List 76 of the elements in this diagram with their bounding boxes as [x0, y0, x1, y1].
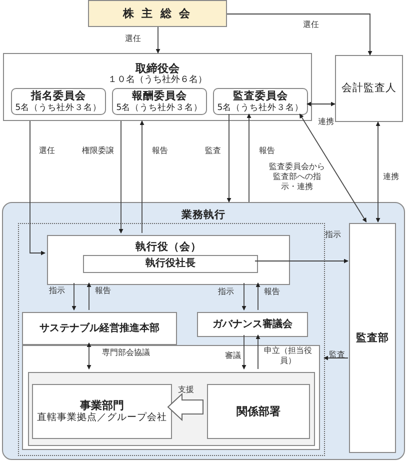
arrow: [118, 120, 124, 234]
heading-text: 取締役会: [136, 62, 180, 75]
council-box: [197, 312, 308, 337]
arrow: [242, 334, 246, 370]
heading-text: 執行役（会）: [136, 241, 202, 254]
arrow: [246, 114, 252, 202]
heading-text: 報酬委員会: [132, 90, 187, 103]
arrow: [86, 282, 92, 310]
officer-box: [47, 235, 290, 285]
arrow: [30, 120, 46, 256]
edge-label: 監査委員会から監査部への指示・連携: [268, 162, 326, 192]
department-box: [22, 312, 177, 345]
arrow: [256, 282, 260, 310]
edge-label: 報告: [263, 287, 281, 297]
edge-label: 連携: [382, 172, 400, 182]
edge-label: 報告: [151, 146, 169, 156]
arrow: [86, 342, 92, 370]
edge-label: 連携: [317, 117, 335, 127]
arrow: [242, 282, 246, 310]
edge-label: 報告: [258, 146, 276, 156]
heading-text: 監査部: [356, 332, 389, 344]
edge-label: 申立（担当役員）: [263, 346, 313, 366]
business-box: [32, 384, 172, 439]
division-panel: [2, 202, 405, 460]
edge-label: 指示: [48, 286, 66, 296]
arrow: [226, 114, 232, 202]
edge-label: 支援: [177, 385, 195, 395]
president-box: [83, 255, 258, 273]
dotted-area: [18, 223, 325, 456]
edge-label: 監査: [204, 146, 222, 156]
edge-label: 審議: [224, 351, 242, 361]
block-arrow: [167, 392, 204, 422]
arrow: [306, 102, 336, 106]
auditor-box: [335, 55, 403, 122]
edge-label: 権限委譲: [81, 146, 115, 156]
arrow: [324, 356, 348, 360]
arrow: [256, 334, 260, 370]
meeting-box: [88, 0, 227, 27]
arrow: [299, 114, 367, 222]
edge-label: 選任: [38, 146, 56, 156]
area-box: [28, 372, 315, 446]
heading-text: 事業部門: [80, 399, 124, 412]
heading-text: 株 主 総 会: [122, 6, 192, 20]
edge-label: 選任: [124, 34, 142, 44]
heading-text: 会計監査人: [342, 82, 396, 95]
arrow: [140, 120, 144, 234]
arrow: [72, 282, 76, 310]
department-box: [207, 384, 310, 439]
heading-text: サステナブル経営推進本部: [40, 322, 160, 334]
sub-text: 直轄事業拠点／グループ会社: [37, 412, 167, 424]
committee-box: [11, 88, 106, 115]
edge-label: 指示: [217, 287, 235, 297]
arrow: [254, 258, 348, 264]
sub-text: １０名（うち社外６名）: [108, 75, 207, 86]
board-box: [3, 53, 312, 121]
arrow: [156, 26, 160, 54]
heading-text: 指名委員会: [31, 90, 86, 103]
committee-box: [112, 88, 207, 115]
audit-dept-box: [349, 223, 396, 453]
edge-label: 監査: [328, 350, 346, 360]
heading-text: ガバナンス審議会: [212, 318, 292, 330]
arrow: [376, 122, 380, 222]
arrow: [226, 14, 372, 56]
sub-text: 5名（うち社外３名）: [15, 102, 102, 113]
heading-text: 業務執行: [182, 209, 226, 222]
heading-text: 監査委員会: [233, 90, 288, 103]
heading-text: 執行役社長: [146, 258, 196, 270]
heading-text: 関係部署: [236, 404, 280, 418]
committee-box: [213, 88, 308, 115]
sub-text: 5名（うち社外３名）: [116, 102, 203, 113]
sub-text: 5名（うち社外３名）: [217, 102, 304, 113]
edge-label: 専門部会協議: [101, 348, 151, 358]
edge-label: 選任: [302, 20, 320, 30]
edge-label: 指示: [324, 230, 342, 240]
edge-label: 報告: [94, 286, 112, 296]
area-box: [22, 345, 320, 450]
